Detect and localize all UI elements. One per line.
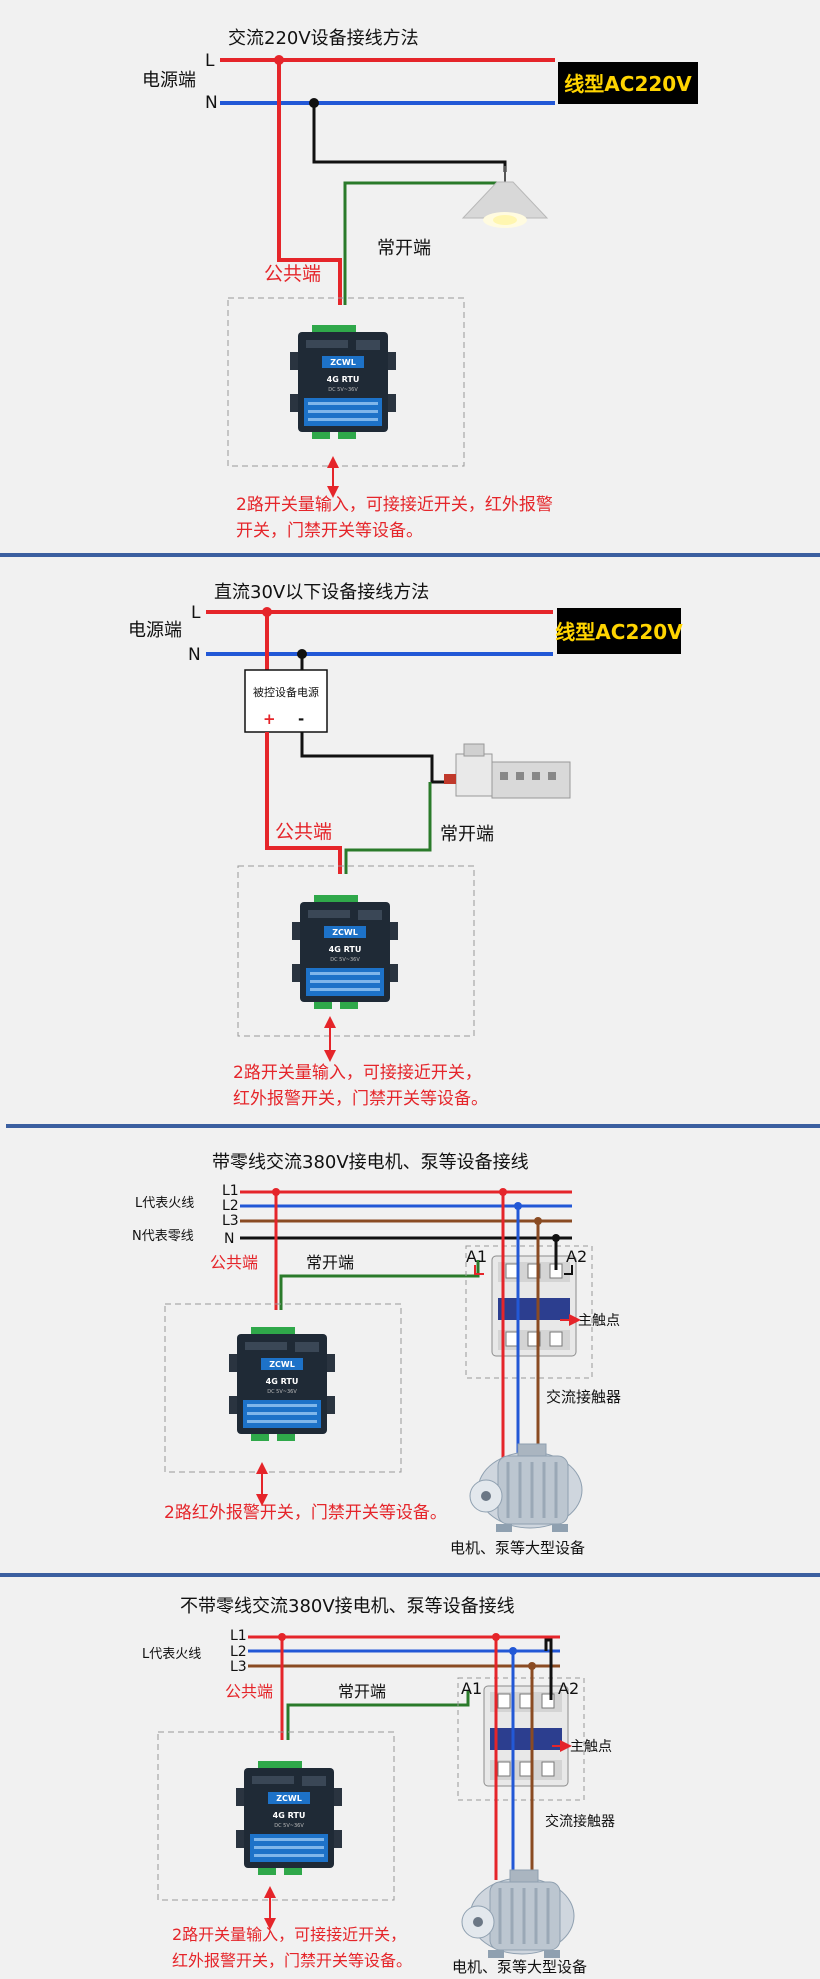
- section2-psu-plus: +: [263, 710, 276, 728]
- section2-N-junction: [297, 649, 307, 659]
- section4-title: 不带零线交流380V接电机、泵等设备接线: [180, 1596, 515, 1617]
- section4-line-L2-label: L2: [230, 1644, 247, 1660]
- section2-rtu-device: [292, 895, 398, 1009]
- section1-rtu-device: [290, 325, 396, 439]
- section1-device-frame: [227, 297, 465, 467]
- section4-L2-to-A2: [544, 1638, 553, 1700]
- section3-l-label: L代表火线: [135, 1196, 194, 1211]
- section1-title: 交流220V设备接线方法: [228, 28, 419, 49]
- section4-a2-label: A2: [558, 1679, 579, 1698]
- section-ac380-neutral: 带零线交流380V接电机、泵等设备接线 L代表火线 N代表零线 L1 L2 L3…: [132, 1152, 621, 1557]
- section4-line-L1-label: L1: [230, 1628, 247, 1644]
- section4-common-label: 公共端: [225, 1682, 273, 1701]
- section4-a1-label: A1: [461, 1679, 482, 1698]
- section2-common-label: 公共端: [275, 821, 332, 843]
- section4-rtu-device: [236, 1761, 342, 1875]
- section1-badge: 线型AC220V: [564, 72, 692, 96]
- section3-device-frame: [164, 1303, 402, 1473]
- section2-note-line1: 2路开关量输入，可接接近开关，: [233, 1063, 482, 1083]
- section3-contactor: [491, 1255, 577, 1357]
- section1-neutral-wire: [312, 103, 507, 172]
- section3-motor-label: 电机、泵等大型设备: [450, 1539, 585, 1557]
- section1-power-label: 电源端: [142, 70, 196, 91]
- section3-contactor-label: 交流接触器: [546, 1388, 621, 1406]
- section2-L-junction: [262, 607, 272, 617]
- section2-valve-image: [443, 743, 571, 799]
- section1-note-line1: 2路开关量输入，可接接近开关，红外报警: [236, 495, 553, 515]
- section2-power-label: 电源端: [128, 620, 182, 641]
- section-ac380-no-neutral: 不带零线交流380V接电机、泵等设备接线 L代表火线 L1 L2 L3 公共端 …: [142, 1596, 615, 1976]
- section2-psu-box: [244, 669, 328, 733]
- section3-line-L3-label: L3: [222, 1213, 239, 1229]
- section3-L1-junction: [272, 1188, 280, 1196]
- section2-device-frame: [237, 865, 475, 1037]
- section1-lamp-image: [462, 165, 548, 229]
- section2-negative-wire: [300, 732, 448, 784]
- section3-contactor-frame: [465, 1245, 593, 1379]
- section4-no-wire: [286, 1690, 470, 1740]
- section1-no-wire: [343, 181, 500, 305]
- section4-l-label: L代表火线: [142, 1647, 201, 1662]
- section3-motor-image: [468, 1442, 584, 1534]
- section4-no-label: 常开端: [338, 1682, 386, 1701]
- section3-line-L1-label: L1: [222, 1183, 239, 1199]
- section3-a2-label: A2: [566, 1247, 587, 1266]
- section3-line-N-label: N: [224, 1231, 234, 1247]
- section1-note-line2: 开关，门禁开关等设备。: [236, 521, 423, 541]
- section-dc30: 直流30V以下设备接线方法 电源端 L N 线型AC220V 被控设备电源 + …: [128, 582, 683, 1109]
- separator-3: [0, 1573, 820, 1577]
- section2-title: 直流30V以下设备接线方法: [214, 582, 429, 603]
- section1-line-N-label: N: [205, 93, 218, 113]
- section1-common-wire: [277, 60, 342, 305]
- section4-note-line2: 红外报警开关，门禁开关等设备。: [172, 1951, 412, 1970]
- section4-note-line1: 2路开关量输入，可接接近开关，: [172, 1925, 406, 1944]
- section4-contact-label: 主触点: [570, 1739, 612, 1755]
- section3-contact-label: 主触点: [578, 1313, 620, 1329]
- section3-title: 带零线交流380V接电机、泵等设备接线: [212, 1152, 529, 1173]
- section2-psu-label: 被控设备电源: [253, 685, 319, 699]
- section1-N-junction: [309, 98, 319, 108]
- section2-line-N-label: N: [188, 645, 201, 665]
- section3-a1-label: A1: [466, 1247, 487, 1266]
- separator-2: [6, 1124, 820, 1128]
- section1-badge-bg: [558, 62, 698, 104]
- section3-note-line1: 2路红外报警开关，门禁开关等设备。: [164, 1503, 447, 1523]
- section3-no-wire: [279, 1260, 480, 1310]
- section4-line-L3-label: L3: [230, 1659, 247, 1675]
- section1-L-junction: [274, 55, 284, 65]
- section3-no-label: 常开端: [306, 1253, 354, 1272]
- section2-badge-bg: [557, 608, 681, 654]
- section4-device-frame: [157, 1731, 395, 1901]
- section1-no-label: 常开端: [377, 238, 431, 259]
- section2-badge: 线型AC220V: [555, 620, 683, 644]
- section4-motor-image: [460, 1868, 576, 1960]
- section3-n-label: N代表零线: [132, 1229, 194, 1244]
- section1-line-L-label: L: [205, 51, 215, 71]
- section4-contactor-frame: [457, 1677, 585, 1801]
- section3-line-L2-label: L2: [222, 1198, 239, 1214]
- section2-psu-minus: -: [298, 710, 304, 728]
- section-ac220: 交流220V设备接线方法 电源端 L N 线型AC220V 常开端 公共端 2路…: [142, 28, 698, 541]
- section2-no-label: 常开端: [440, 824, 494, 845]
- section4-contactor-label: 交流接触器: [545, 1813, 615, 1830]
- separator-1: [0, 553, 820, 557]
- section2-common-wire: [265, 732, 342, 874]
- section1-common-label: 公共端: [264, 263, 321, 285]
- section2-no-wire: [344, 782, 432, 874]
- section3-common-label: 公共端: [210, 1253, 258, 1272]
- section3-rtu-device: [229, 1327, 335, 1441]
- section2-line-L-label: L: [191, 603, 201, 623]
- section2-note-line2: 红外报警开关，门禁开关等设备。: [233, 1089, 488, 1109]
- section4-motor-label: 电机、泵等大型设备: [452, 1958, 587, 1976]
